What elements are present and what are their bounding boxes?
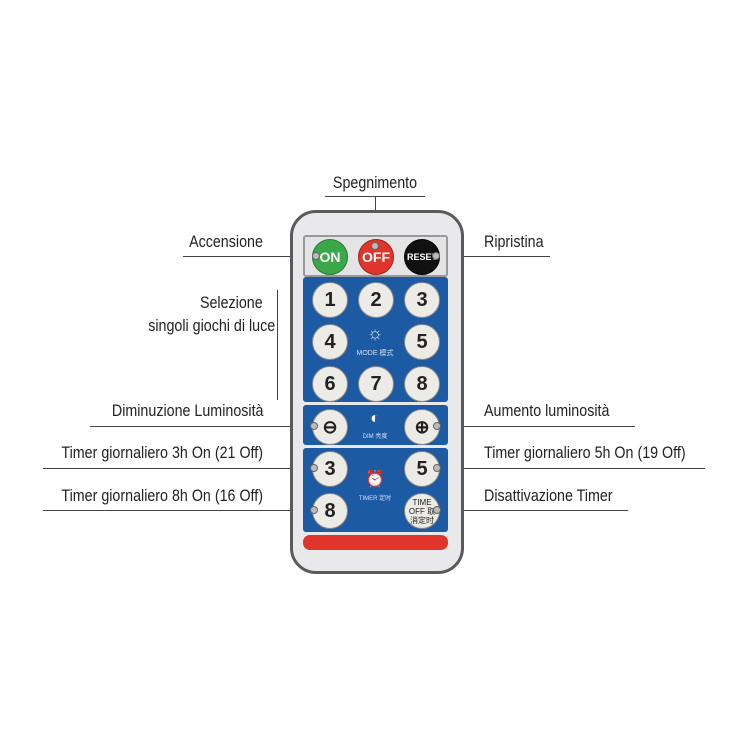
label-timer-3h: Timer giornaliero 3h On (21 Off) <box>61 443 263 462</box>
leader-line <box>277 290 278 400</box>
label-spegnimento: Spegnimento <box>332 173 418 192</box>
number-button-5[interactable]: 5 <box>404 324 440 360</box>
number-button-7[interactable]: 7 <box>358 366 394 402</box>
label-diminuzione: Diminuzione Luminosità <box>111 401 263 420</box>
pointer-dot <box>433 506 441 514</box>
leader-line <box>430 256 550 257</box>
dim-caption: DIM 亮度 <box>362 434 388 440</box>
mode-sun-icon: ☼ <box>366 323 384 343</box>
leader-line <box>90 426 323 427</box>
leader-line <box>183 256 323 257</box>
number-button-3[interactable]: 3 <box>404 282 440 318</box>
number-button-4[interactable]: 4 <box>312 324 348 360</box>
pointer-dot <box>310 464 318 472</box>
label-aumento: Aumento luminosità <box>484 401 610 420</box>
plus-sun-icon: ⊕ <box>414 416 430 437</box>
number-button-8[interactable]: 8 <box>404 366 440 402</box>
leader-line <box>43 510 323 511</box>
number-button-6[interactable]: 6 <box>312 366 348 402</box>
reset-button[interactable]: RESET <box>404 239 440 275</box>
pointer-dot <box>433 464 441 472</box>
label-ripristina: Ripristina <box>484 232 544 251</box>
leader-line <box>430 426 635 427</box>
pointer-dot <box>371 242 379 250</box>
dim-down-button[interactable]: ⊖ <box>312 409 348 445</box>
label-timer-off: Disattivazione Timer <box>484 486 613 505</box>
minus-sun-icon: ⊖ <box>322 416 338 437</box>
pointer-dot <box>433 422 441 430</box>
leader-line <box>430 510 628 511</box>
leader-line <box>43 468 323 469</box>
number-button-2[interactable]: 2 <box>358 282 394 318</box>
label-selezione: Selezione <box>200 293 263 312</box>
label-giochi-luce: singoli giochi di luce <box>147 316 275 335</box>
warning-bar <box>303 535 448 550</box>
leader-line <box>430 468 705 469</box>
label-timer-8h: Timer giornaliero 8h On (16 Off) <box>61 486 263 505</box>
label-accensione: Accensione <box>189 232 263 251</box>
pointer-dot <box>310 506 318 514</box>
label-timer-5h: Timer giornaliero 5h On (19 Off) <box>484 443 686 462</box>
timer-8h-button[interactable]: 8 <box>312 493 348 529</box>
pointer-dot <box>432 252 440 260</box>
number-button-1[interactable]: 1 <box>312 282 348 318</box>
brightness-icon: ◐ <box>370 410 380 427</box>
timer-3h-button[interactable]: 3 <box>312 451 348 487</box>
timer-caption: TIMER 定时 <box>358 496 392 502</box>
pointer-dot <box>310 422 318 430</box>
alarm-clock-icon: ⏰ <box>365 471 385 488</box>
pointer-dot <box>312 252 320 260</box>
mode-caption: MODE 模式 <box>356 350 394 357</box>
